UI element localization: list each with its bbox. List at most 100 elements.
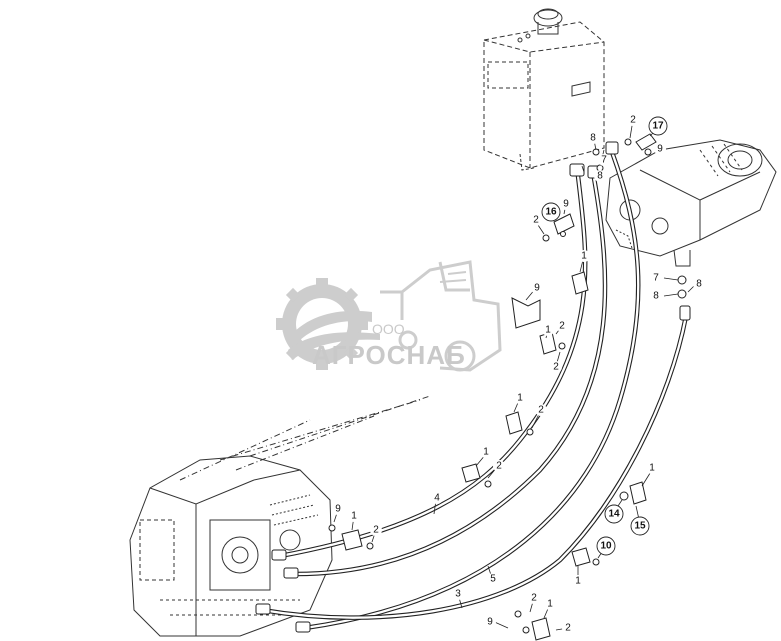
callout-number: 8 [597, 171, 603, 182]
hose-upper-right [304, 151, 641, 631]
callout-bg [370, 524, 382, 536]
fitting-right [679, 305, 691, 321]
callout-circle [630, 516, 650, 536]
watermark-company-name: АГРОСНАБ [312, 340, 466, 370]
callout-bg [484, 616, 496, 628]
callout-c-10: 10 [596, 536, 616, 556]
callout-number: 2 [553, 362, 559, 373]
callout-bg [493, 460, 505, 472]
callout-number: 17 [652, 121, 664, 132]
callout-number: 2 [630, 115, 636, 126]
callout-bg [556, 320, 568, 332]
callout-bg [332, 503, 344, 515]
callout-circle [596, 536, 616, 556]
callout-c-4: 4 [431, 492, 443, 504]
callout-c-8c: 8 [650, 290, 662, 302]
callout-c-1b: 1 [542, 324, 554, 336]
callout-bg [514, 392, 526, 404]
callout-c-1g: 1 [572, 575, 584, 587]
callout-number: 1 [581, 251, 587, 262]
callout-c-2a: 2 [627, 114, 639, 126]
washer-b [542, 234, 550, 242]
callout-bg [542, 324, 554, 336]
watermark: ООО АГРОСНАБ [276, 260, 502, 372]
nut-7b [677, 275, 687, 285]
bracket [511, 297, 541, 329]
callout-number: 10 [600, 541, 612, 552]
callout-number: 9 [563, 199, 569, 210]
bolt-2h [514, 610, 522, 618]
callout-bg [550, 361, 562, 373]
clamp-1e [629, 481, 647, 505]
callout-c-5: 5 [487, 573, 499, 585]
callout-number: 2 [373, 525, 379, 536]
callout-circle [648, 116, 668, 136]
callout-bg [487, 573, 499, 585]
callout-c-2e: 2 [535, 404, 547, 416]
callout-bg [646, 462, 658, 474]
callout-c-1h: 1 [544, 598, 556, 610]
callout-number: 9 [335, 504, 341, 515]
callout-number: 8 [653, 291, 659, 302]
bolt-9a-right [644, 148, 652, 156]
callout-c-2i: 2 [562, 622, 574, 634]
fitting-bottom-2 [283, 567, 299, 579]
callout-number: 7 [601, 155, 607, 166]
fitting-bottom-4 [295, 621, 311, 633]
callout-bg [530, 214, 542, 226]
callout-c-1f: 1 [348, 510, 360, 522]
fitting-top-3 [605, 141, 619, 155]
callout-c-7b: 7 [650, 272, 662, 284]
callout-bg [578, 250, 590, 262]
callout-bg [452, 588, 464, 600]
callout-bg [531, 282, 543, 294]
callout-number: 9 [657, 144, 663, 155]
callout-c-1e: 1 [646, 462, 658, 474]
callout-c-2h: 2 [528, 592, 540, 604]
fitting-bottom-1 [271, 549, 287, 561]
callout-number: 9 [487, 617, 493, 628]
bolt-2d [558, 342, 566, 350]
hose-5 [291, 177, 608, 577]
callout-c-3: 3 [452, 588, 464, 600]
nut-8c [677, 289, 687, 299]
callout-circle [604, 504, 624, 524]
callout-c-8b: 8 [594, 170, 606, 182]
clamp-1g [571, 547, 591, 567]
callout-c-7a: 7 [598, 154, 610, 166]
callout-number: 15 [634, 521, 646, 532]
callout-number: 1 [483, 447, 489, 458]
callout-number: 2 [531, 593, 537, 604]
bolt-10 [592, 558, 600, 566]
bolt-2e [526, 428, 534, 436]
callout-number: 2 [533, 215, 539, 226]
callout-bg [528, 592, 540, 604]
left-pump-assembly [129, 395, 431, 637]
callout-c-8a: 8 [587, 132, 599, 144]
callout-bg [598, 154, 610, 166]
washer-c [560, 231, 566, 237]
callout-c-2f: 2 [493, 460, 505, 472]
callout-bg [572, 575, 584, 587]
callout-number: 16 [545, 207, 557, 218]
hoses [261, 151, 689, 631]
callout-c-2c: 2 [556, 320, 568, 332]
callout-c-2g: 2 [370, 524, 382, 536]
watermark-gear-icon [276, 278, 380, 370]
callout-bg [587, 132, 599, 144]
callout-c-8d: 8 [693, 278, 705, 290]
washer-a [624, 138, 632, 146]
bolt-2f [484, 480, 492, 488]
bolt-2g [366, 542, 374, 550]
clamp-1f [341, 529, 363, 551]
callout-c-9d: 9 [332, 503, 344, 515]
callout-c-9a: 9 [654, 143, 666, 155]
callout-number: 2 [559, 321, 565, 332]
callout-number: 7 [653, 273, 659, 284]
leader-lines [333, 119, 695, 631]
callout-bg [348, 510, 360, 522]
callout-c-9c: 9 [531, 282, 543, 294]
callout-c-9b: 9 [560, 198, 572, 210]
hose-fittings [255, 141, 691, 633]
